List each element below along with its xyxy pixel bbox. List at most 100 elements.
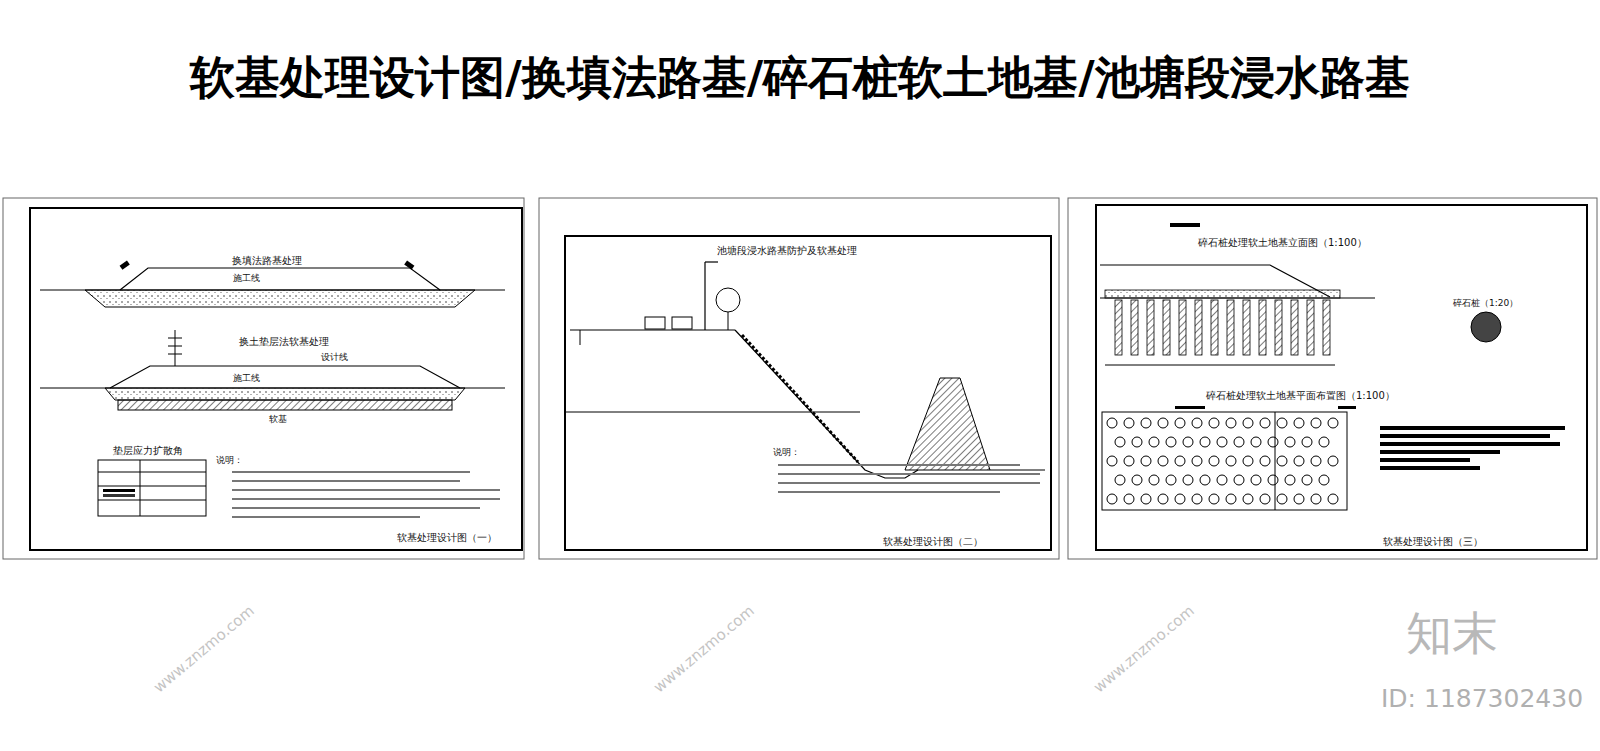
drawing-line — [990, 470, 1045, 471]
drawing-line — [1107, 456, 1117, 466]
drawing-line — [168, 338, 182, 339]
drawing-line — [778, 465, 1040, 492]
watermark: www.znzmo.com — [649, 601, 758, 697]
drawing-line — [1195, 300, 1202, 355]
drawing-line — [1175, 406, 1205, 409]
drawing-line — [1251, 437, 1261, 447]
drawing-line — [778, 473, 1040, 475]
drawing-line — [570, 329, 735, 330]
drawing-line — [1170, 223, 1200, 227]
page-title: 软基处理设计图/换填法路基/碎石桩软土地基/池塘段浸水路基 — [0, 48, 1600, 108]
drawing-line — [232, 489, 500, 491]
drawing-line — [735, 330, 918, 478]
drawing-line — [1338, 406, 1356, 409]
drawing-line — [103, 489, 135, 492]
drawing-line — [1166, 475, 1176, 485]
drawing-line — [1277, 494, 1287, 504]
table-title: 垫层应力扩散角 — [112, 445, 184, 457]
drawing-line — [1307, 300, 1314, 355]
note-heading: 说明： — [215, 455, 244, 466]
drawing-line — [3, 198, 524, 559]
drawing-line — [1192, 494, 1202, 504]
drawing-line — [110, 366, 460, 388]
drawing-line — [98, 472, 206, 473]
drawing-line — [1102, 412, 1347, 510]
drawing-line — [1132, 437, 1142, 447]
sheet-title: 池塘段浸水路基防护及软基处理 — [716, 245, 858, 257]
drawing-line — [98, 486, 206, 487]
drawing-line — [1285, 475, 1295, 485]
drawing-line — [1294, 456, 1304, 466]
view-title: 碎石桩处理软土地基平面布置图（1:100） — [1205, 390, 1396, 402]
drawing-line — [1217, 437, 1227, 447]
drawing-line — [1285, 437, 1295, 447]
drawing-line — [1124, 456, 1134, 466]
drawing-line — [1209, 456, 1219, 466]
drawing-line — [1311, 494, 1321, 504]
drawing-line — [85, 290, 475, 307]
drawing-line — [1226, 418, 1236, 428]
drawing-line — [1380, 450, 1500, 454]
detail-title: 碎石桩（1:20） — [1452, 298, 1519, 309]
drawing-line — [672, 317, 692, 329]
drawing-line — [1260, 494, 1270, 504]
drawing-sheet: 换填法路基处理软基处理设计图（一） — [29, 207, 523, 551]
drawing-line — [1115, 300, 1122, 355]
drawing-line — [1471, 312, 1501, 342]
drawing-line — [1302, 475, 1312, 485]
drawing-line — [905, 378, 990, 470]
drawing-line — [1259, 300, 1266, 355]
drawing-line — [1149, 475, 1159, 485]
drawing-line — [1141, 418, 1151, 428]
drawing-line — [1115, 475, 1125, 485]
drawing-line — [1302, 437, 1312, 447]
drawing-line — [1200, 437, 1210, 447]
drawing-line — [1149, 437, 1159, 447]
drawing-line — [1380, 442, 1560, 446]
drawing-line — [118, 400, 452, 410]
line-label: 施工线 — [232, 273, 261, 284]
drawing-line — [232, 516, 420, 518]
drawing-line — [232, 472, 500, 517]
drawing-line — [1243, 418, 1253, 428]
drawing-line — [778, 482, 1040, 484]
drawing-line — [1234, 437, 1244, 447]
watermark: www.znzmo.com — [149, 601, 258, 697]
drawing-line — [1175, 418, 1185, 428]
drawing-sheet: 池塘段浸水路基防护及软基处理软基处理设计图（二） — [564, 235, 1052, 551]
drawing-line — [232, 507, 480, 509]
drawing-line — [742, 335, 858, 462]
drawing-line — [778, 464, 1020, 466]
drawing-line — [539, 198, 1059, 559]
drawing-line — [1179, 300, 1186, 355]
drawing-line — [1226, 456, 1236, 466]
drawing-line — [1211, 300, 1218, 355]
drawing-line — [1141, 456, 1151, 466]
drawing-line — [1243, 456, 1253, 466]
drawing-line — [103, 494, 135, 497]
watermark: www.znzmo.com — [1089, 601, 1198, 697]
note-heading: 说明： — [772, 447, 801, 458]
drawing-line — [1115, 300, 1330, 355]
drawing-line — [1319, 475, 1329, 485]
part-label: 软基 — [268, 414, 288, 425]
drawing-line — [1158, 418, 1168, 428]
drawing-line — [1319, 437, 1329, 447]
drawing-line — [140, 460, 141, 516]
drawing-line — [1209, 494, 1219, 504]
drawing-line — [645, 317, 665, 329]
drawing-line — [1260, 456, 1270, 466]
watermark-logo: 知末 — [1405, 606, 1499, 661]
sheet-caption: 软基处理设计图（二） — [882, 536, 984, 548]
drawing-line — [1141, 494, 1151, 504]
part-label: 换土垫层法软基处理 — [238, 336, 330, 348]
drawing-line — [1260, 418, 1270, 428]
drawing-line — [1227, 300, 1234, 355]
sheet-caption: 软基处理设计图（三） — [1382, 536, 1484, 548]
drawing-line — [1275, 412, 1276, 510]
drawing-line — [232, 471, 470, 473]
drawing-line — [716, 288, 740, 312]
drawing-line — [1175, 406, 1565, 470]
drawing-line — [1183, 437, 1193, 447]
drawing-line — [1311, 418, 1321, 428]
